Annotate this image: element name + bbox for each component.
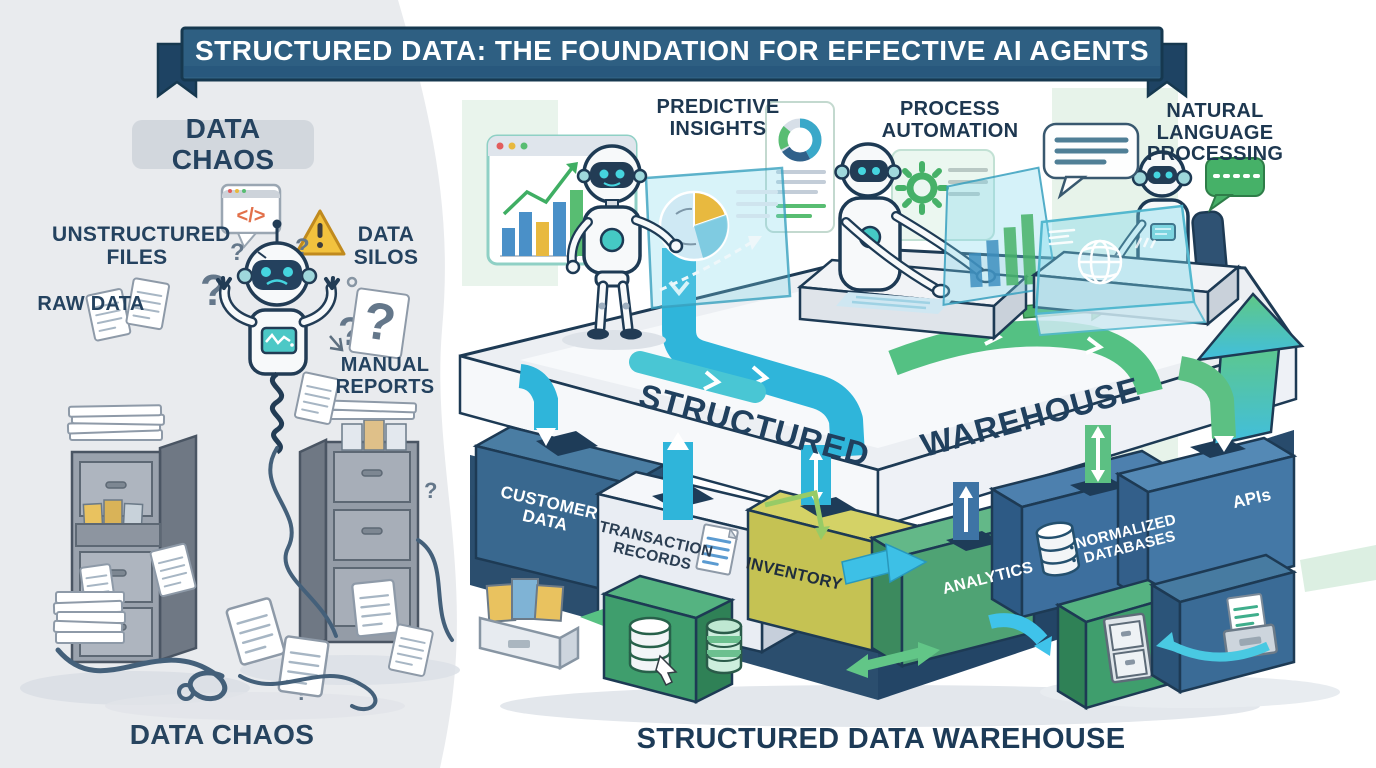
chaos-heading: DATA CHAOS xyxy=(171,113,275,175)
folder-box-icon xyxy=(478,578,580,671)
bar xyxy=(536,222,549,256)
paper-icon xyxy=(277,634,330,698)
tangled-cable-icon xyxy=(55,446,454,712)
robot-shadow xyxy=(562,330,666,350)
donut-report-card xyxy=(765,101,835,233)
question-mark-icon: ? xyxy=(424,478,437,503)
warehouse-scene xyxy=(458,101,1340,727)
banner-title: STRUCTURED DATA: THE FOUNDATION FOR EFFE… xyxy=(194,35,1150,66)
bar xyxy=(553,202,566,256)
question-paper-icon: ? xyxy=(348,287,410,360)
chaos-caption: DATA CHAOS xyxy=(129,719,315,750)
chaos-scene: </> ? ? ? ? ? ? ? xyxy=(20,183,460,720)
database-cylinder-icon xyxy=(705,617,743,675)
small-arrow-icon xyxy=(329,335,344,352)
confused-robot xyxy=(216,219,340,455)
label-data-silos: DATA SILOS xyxy=(353,223,419,269)
automation-robot xyxy=(834,142,997,299)
document-icon xyxy=(695,523,739,576)
database-cursor-icon xyxy=(628,616,678,687)
code-window-icon: </> xyxy=(220,183,282,249)
double-arrow-icon xyxy=(846,642,940,678)
chaos-heading-pill: DATA CHAOS xyxy=(132,114,314,174)
cabinet-cube-green xyxy=(1054,578,1180,711)
bar xyxy=(502,228,515,256)
code-glyph: </> xyxy=(237,205,266,227)
question-mark-icon: ? xyxy=(230,239,245,266)
data-pipes xyxy=(518,248,1305,678)
warehouse-caption: STRUCTURED DATA WAREHOUSE xyxy=(636,723,1126,755)
paper-stack-icon xyxy=(66,404,166,441)
paper-stack-icon xyxy=(52,591,126,644)
mini-cabinet-icon xyxy=(1102,612,1154,684)
gear-card xyxy=(891,149,995,241)
right-arrow-icon xyxy=(841,542,928,585)
warning-icon xyxy=(294,209,346,256)
label-manual-reports: MANUAL REPORTS xyxy=(335,354,435,398)
label-unstructured-files: UNSTRUCTURED FILES xyxy=(52,223,231,269)
label-process-automation: PROCESS AUTOMATION xyxy=(881,98,1019,142)
title-ribbon xyxy=(156,26,1188,99)
label-predictive-insights: PREDICTIVE INSIGHTS xyxy=(656,96,780,140)
gear-icon xyxy=(895,161,949,215)
pie-chart-panel xyxy=(644,166,792,310)
database-icon xyxy=(1035,521,1081,577)
bar xyxy=(519,212,532,256)
speech-bubble-green xyxy=(1205,157,1265,213)
mint-floor-strip xyxy=(1300,545,1376,592)
paper-icon xyxy=(350,578,400,638)
label-nlp: NATURAL LANGUAGE PROCESSING xyxy=(1146,100,1284,166)
tray-cube-blue xyxy=(1148,553,1298,695)
label-raw-data: RAW DATA xyxy=(37,293,145,315)
speech-bubble-gray xyxy=(1042,122,1140,200)
globe-icon xyxy=(1077,239,1123,285)
standing-robot xyxy=(565,144,684,340)
left-arrow-icon xyxy=(580,608,616,627)
hologram-laptop xyxy=(1034,204,1207,337)
